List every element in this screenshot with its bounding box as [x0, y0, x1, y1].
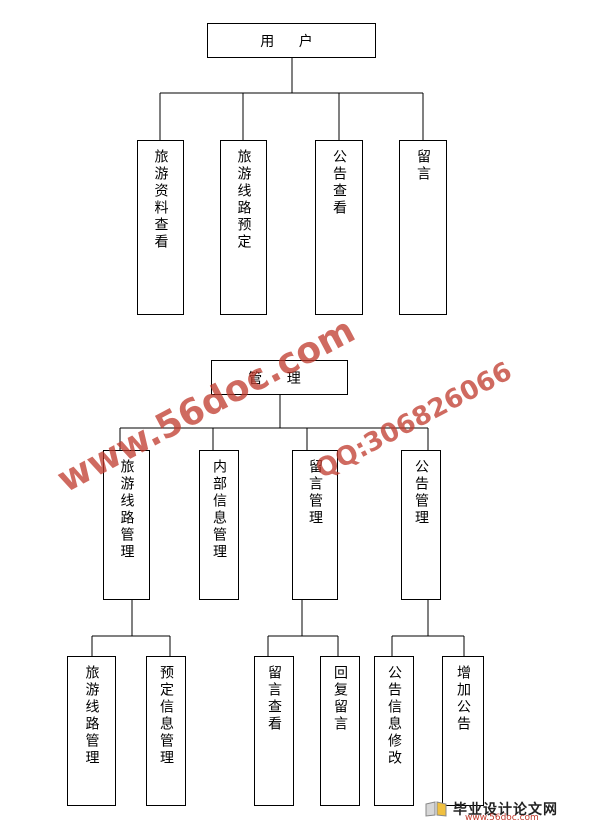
user-child-label: 留言	[415, 149, 431, 183]
leaf-label: 增加公告	[455, 665, 471, 733]
user-node: 用 户	[207, 23, 376, 58]
user-child-notice-view: 公告查看	[315, 140, 363, 315]
route-child-route-mgmt: 旅游线路管理	[67, 656, 116, 806]
admin-child-route-mgmt: 旅游线路管理	[103, 450, 150, 600]
admin-child-label: 内部信息管理	[211, 459, 227, 561]
user-child-message: 留言	[399, 140, 447, 315]
notice-child-add: 增加公告	[442, 656, 484, 806]
user-child-resource-view: 旅游资料查看	[137, 140, 184, 315]
admin-child-label: 留言管理	[307, 459, 323, 527]
leaf-label: 公告信息修改	[386, 665, 402, 767]
admin-node: 管 理	[211, 360, 348, 395]
user-child-label: 旅游线路预定	[235, 149, 252, 251]
message-child-reply: 回复留言	[320, 656, 360, 806]
admin-child-label: 旅游线路管理	[118, 459, 135, 561]
leaf-label: 预定信息管理	[158, 665, 174, 767]
book-icon	[425, 801, 447, 817]
leaf-label: 旅游线路管理	[83, 665, 100, 767]
admin-child-notice-mgmt: 公告管理	[401, 450, 441, 600]
user-child-label: 公告查看	[331, 149, 347, 217]
notice-child-modify: 公告信息修改	[374, 656, 414, 806]
route-child-booking-info-mgmt: 预定信息管理	[146, 656, 186, 806]
admin-child-internal-info-mgmt: 内部信息管理	[199, 450, 239, 600]
leaf-label: 回复留言	[332, 665, 348, 733]
footer-url: www.56doc.com	[465, 813, 539, 823]
message-child-view: 留言查看	[254, 656, 294, 806]
user-child-label: 旅游资料查看	[152, 149, 169, 251]
leaf-label: 留言查看	[266, 665, 282, 733]
user-label: 用 户	[260, 33, 323, 50]
footer-logo: 毕业设计论文网 www.56doc.com	[425, 796, 590, 823]
footer-title: 毕业设计论文网	[453, 802, 558, 818]
admin-label: 管 理	[248, 370, 311, 387]
user-child-route-booking: 旅游线路预定	[220, 140, 267, 315]
admin-child-message-mgmt: 留言管理	[292, 450, 338, 600]
admin-child-label: 公告管理	[413, 459, 429, 527]
